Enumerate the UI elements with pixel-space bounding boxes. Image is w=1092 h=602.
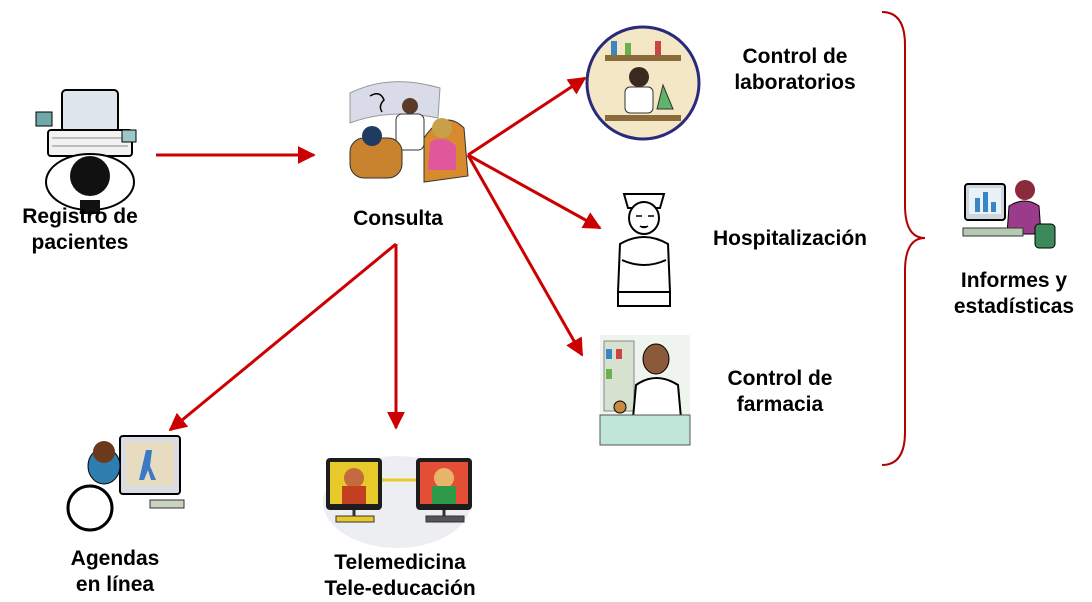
video-conference-icon	[323, 456, 472, 548]
node-label-farmacia: Control de farmacia	[727, 367, 833, 416]
doctor-consultation-icon	[349, 81, 469, 183]
node-label-consulta: Consulta	[353, 207, 443, 230]
arrow-consulta-to-laboratorios	[467, 76, 587, 157]
pharmacist-icon	[599, 335, 691, 446]
node-label-laboratorios: Control de laboratorios	[734, 45, 856, 94]
node-label-informes: Informes y estadísticas	[953, 269, 1075, 318]
laboratory-icon	[585, 25, 701, 141]
person-wheelchair-computer-icon	[66, 435, 185, 532]
node-label-hospitalizacion: Hospitalización	[712, 227, 868, 250]
grouping-brace	[881, 11, 926, 466]
node-label-registro: Registro de pacientes	[22, 205, 138, 254]
arrow-consulta-to-farmacia	[466, 154, 584, 357]
person-at-computer-icon	[35, 89, 137, 214]
node-label-telemedicina: Telemedicina Tele-educación	[324, 551, 476, 600]
arrow-consulta-to-hospitalizacion	[467, 153, 602, 230]
nurse-icon	[616, 193, 672, 307]
arrow-consulta-to-agendas	[168, 242, 397, 432]
node-label-agendas: Agendas en línea	[70, 547, 160, 596]
person-charts-computer-icon	[962, 180, 1056, 249]
